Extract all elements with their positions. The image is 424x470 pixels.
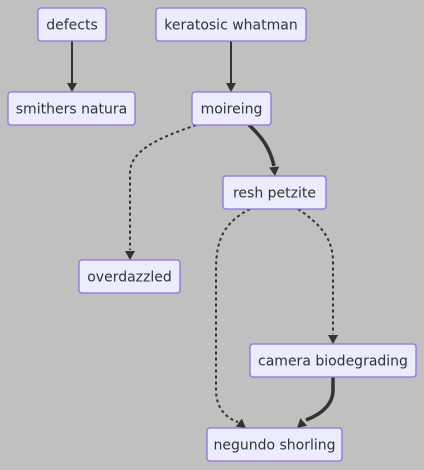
nodes-layer: defects keratosic whatman smithers natura m… <box>7 7 417 462</box>
edge-moireing-to-overdazzled <box>125 124 197 260</box>
node-box <box>78 259 181 294</box>
edge-defects-to-smithers-natura <box>67 41 77 92</box>
arrowhead-icon <box>269 166 280 176</box>
node-label: resh petzite <box>233 186 316 202</box>
edges-layer <box>67 41 338 428</box>
arrowhead-icon <box>226 83 236 92</box>
arrowhead-icon <box>235 418 246 428</box>
edge-line <box>247 123 276 167</box>
node-smithers-natura[interactable]: smithers natura <box>7 91 136 126</box>
edge-line <box>129 124 197 250</box>
arrowhead-icon <box>125 251 135 260</box>
node-label: overdazzled <box>87 270 172 286</box>
edge-line <box>215 208 251 423</box>
node-label: camera biodegrading <box>258 354 408 370</box>
node-box <box>191 91 272 126</box>
edge-line <box>297 208 334 334</box>
node-overdazzled[interactable]: overdazzled <box>78 259 181 294</box>
node-label: moireing <box>201 102 263 118</box>
node-box <box>222 175 327 210</box>
node-keratosic-whatman[interactable]: keratosic whatman <box>155 7 307 42</box>
node-box <box>155 7 307 42</box>
edge-resh-petzite-to-negundo-shorling <box>215 208 251 428</box>
edge-moireing-to-resh-petzite <box>247 123 280 176</box>
edge-camera-biodegrading-to-negundo-shorling <box>297 377 335 428</box>
arrowhead-icon <box>328 335 338 344</box>
node-box <box>7 91 136 126</box>
edge-keratosic-whatman-to-moireing <box>226 41 236 92</box>
node-negundo-shorling[interactable]: negundo shorling <box>206 427 343 462</box>
node-label: smithers natura <box>16 102 127 118</box>
node-label: negundo shorling <box>213 438 335 454</box>
arrowhead-icon <box>297 418 308 428</box>
node-resh-petzite[interactable]: resh petzite <box>222 175 327 210</box>
node-box <box>206 427 343 462</box>
edge-resh-petzite-to-camera-biodegrading <box>297 208 338 344</box>
node-box <box>249 343 417 378</box>
node-moireing[interactable]: moireing <box>191 91 272 126</box>
edge-line <box>305 377 335 422</box>
node-camera-biodegrading[interactable]: camera biodegrading <box>249 343 417 378</box>
arrowhead-icon <box>67 83 77 92</box>
node-label: keratosic whatman <box>164 18 297 34</box>
node-box <box>37 7 107 42</box>
node-label: defects <box>46 18 98 34</box>
node-defects[interactable]: defects <box>37 7 107 42</box>
